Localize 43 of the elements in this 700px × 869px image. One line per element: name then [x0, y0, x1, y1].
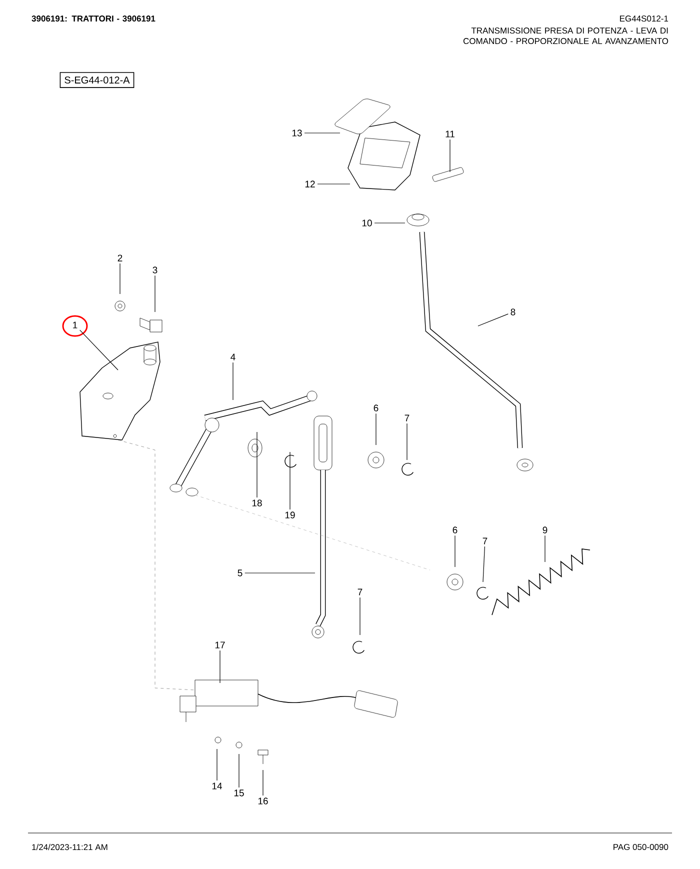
callout-number: 19 [285, 512, 295, 518]
leader-line [374, 222, 406, 224]
leader-line [304, 132, 340, 134]
callout-number: 3 [152, 266, 158, 274]
drawing-code-box: S-EG44-012-A [60, 72, 134, 88]
date-label: 1/24/2023-11:21 AM [32, 844, 108, 850]
callout-number: 6 [374, 404, 378, 412]
callout-number: 13 [292, 130, 302, 136]
callout-number: 17 [215, 642, 225, 648]
leader-line [244, 572, 316, 574]
leader-line [544, 535, 546, 562]
callout-number: 7 [482, 538, 488, 544]
leader-line [478, 314, 508, 326]
callout-number: 8 [510, 308, 516, 316]
callout-number: 5 [238, 570, 242, 576]
callout-number: 2 [118, 254, 122, 262]
callout-number: 11 [446, 130, 454, 138]
leader-line [406, 423, 408, 460]
callout-number: 16 [258, 798, 268, 804]
leader-line [216, 748, 218, 781]
leader-line [80, 330, 118, 370]
leader-line [232, 362, 234, 400]
leader-line [454, 535, 456, 568]
code-label: EG44S012-1 [620, 16, 668, 22]
leader-line [256, 432, 258, 498]
leader-line [238, 754, 240, 788]
callout-number: 14 [212, 782, 222, 790]
callout-number: 15 [234, 790, 244, 796]
callout-number: 4 [230, 354, 236, 360]
leader-line [482, 546, 486, 582]
page-label: PAG 050-0090 [614, 844, 668, 850]
callout-number: 6 [452, 526, 458, 534]
callout-number: 7 [404, 414, 410, 422]
leader-line [154, 275, 156, 312]
callout-number: 10 [362, 220, 372, 226]
leader-line [262, 770, 264, 796]
callout-number: 7 [358, 588, 362, 596]
callout-number: 12 [305, 180, 315, 188]
title: 3906191: TRATTORI - 3906191 [32, 16, 156, 22]
callout-number: 9 [542, 526, 548, 534]
description-label: TRANSMISSIONE PRESA DI POTENZA - LEVA DI COMANDO - PROPORZIONALE AL AVANZAMENTO [463, 28, 668, 44]
callout-number: 18 [252, 500, 262, 506]
callout-number: 1 [73, 322, 78, 328]
